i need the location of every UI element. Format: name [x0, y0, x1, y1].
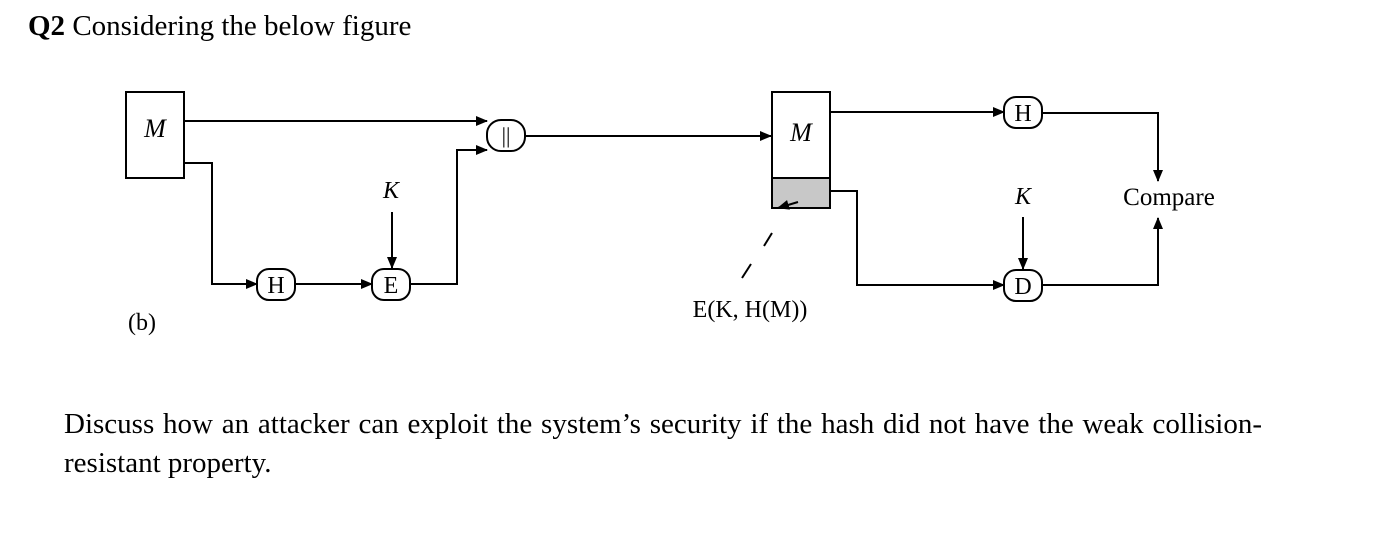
hash-to-compare-line	[1042, 112, 1163, 182]
concat-node-label: ||	[502, 123, 511, 148]
encrypt-to-concat-line	[410, 145, 488, 285]
compare-label: Compare	[1123, 184, 1215, 211]
message-to-hash-line	[184, 162, 258, 289]
receiver-key-label: K	[1014, 184, 1033, 210]
encrypted-hash-to-decrypt-line	[830, 190, 1005, 290]
question-title: Q2 Considering the below figure	[28, 10, 411, 43]
encrypted-hash-leader-line-2	[763, 232, 773, 247]
question-title-text: Considering the below figure	[72, 10, 412, 42]
question-number: Q2	[28, 10, 66, 42]
receiver-message-box	[771, 91, 831, 179]
decrypt-node-label: D	[1014, 274, 1031, 300]
encrypted-hash-label: E(K, H(M))	[693, 297, 808, 323]
receiver-message-label: M	[789, 118, 813, 147]
sender-message-box	[125, 91, 185, 179]
key-label: K	[382, 178, 401, 204]
message-authentication-diagram: M H K E || (b) M E(K, H(M)) H Compare K …	[125, 91, 1215, 336]
sender-message-label: M	[143, 114, 167, 143]
subfigure-label: (b)	[128, 310, 156, 336]
question-body: Discuss how an attacker can exploit the …	[64, 408, 1262, 479]
hash-node-label: H	[267, 273, 284, 299]
decrypt-to-compare-line	[1042, 217, 1163, 286]
encrypt-node-label: E	[384, 273, 399, 299]
receiver-hash-node-label: H	[1014, 101, 1031, 127]
encrypted-hash-leader-line-1	[777, 200, 799, 210]
encrypted-hash-box	[771, 177, 831, 209]
encrypted-hash-leader-line-3	[741, 263, 752, 279]
